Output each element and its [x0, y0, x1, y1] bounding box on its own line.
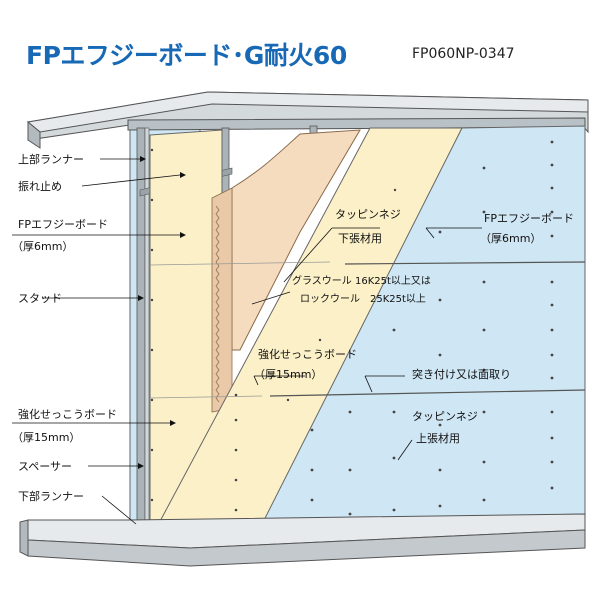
leader-lines: [12, 158, 482, 525]
arrow-heads: [138, 156, 186, 469]
insulation-edge: [211, 187, 233, 413]
label-stud: スタッド: [18, 292, 62, 305]
callout-fp-board-1: FPエフジーボード: [484, 212, 574, 225]
callout-screw-lower-2: 下張材用: [338, 232, 382, 245]
callout-screw-upper-1: タッピンネジ: [412, 410, 478, 423]
callout-screw-upper-2: 上張材用: [416, 432, 460, 445]
label-gypsum-board-thickness: （厚15mm）: [12, 431, 81, 444]
insulation-texture: [215, 205, 220, 403]
label-lower-runner: 下部ランナー: [18, 490, 84, 503]
product-code: FP060NP-0347: [412, 46, 515, 62]
callout-gypsum-2: （厚15mm）: [254, 368, 323, 381]
callout-insulation-2: ロックウール 25K25t以上: [300, 294, 426, 305]
label-fp-board-thickness: （厚6mm）: [12, 240, 74, 253]
callout-fp-board-2: （厚6mm）: [480, 232, 542, 245]
screw-dots-gypsum: [150, 148, 397, 512]
page-title: FPエフジーボード･G耐火60: [26, 41, 347, 70]
floor-slab: [19, 513, 586, 567]
ceiling-slab: [26, 91, 589, 149]
insulation: [231, 129, 361, 351]
label-spacer: スペーサー: [18, 460, 73, 473]
callout-insulation-1: グラスウール 16K25t以上又は: [292, 276, 431, 287]
callout-screw-lower-1: タッピンネジ: [335, 208, 401, 221]
callout-joint: 突き付け又は面取り: [412, 368, 511, 381]
label-gypsum-board: 強化せっこうボード: [18, 408, 117, 421]
callout-gypsum-1: 強化せっこうボード: [258, 348, 357, 361]
screw-dots-fp: [310, 140, 554, 516]
label-upper-runner: 上部ランナー: [18, 153, 84, 166]
label-brace: 振れ止め: [18, 180, 62, 193]
label-fp-board: FPエフジーボード: [18, 218, 108, 231]
